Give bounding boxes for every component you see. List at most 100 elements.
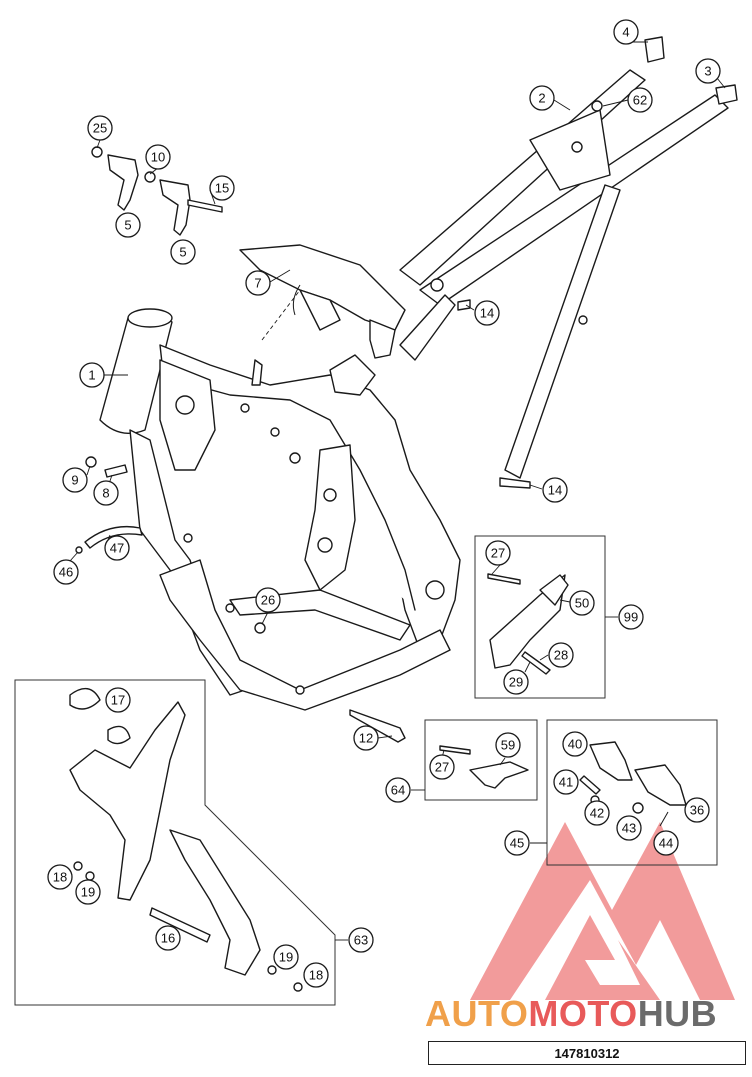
callout-27-b: 27 bbox=[429, 754, 455, 780]
leader-25 bbox=[96, 139, 101, 149]
subframe-plug-right bbox=[715, 84, 738, 105]
callout-label: 63 bbox=[354, 933, 368, 948]
callout-25: 25 bbox=[87, 115, 113, 141]
main-frame bbox=[99, 289, 461, 711]
slider-pad-body bbox=[469, 761, 529, 789]
callout-62: 62 bbox=[627, 87, 653, 113]
subframe bbox=[399, 36, 738, 489]
leader-14-lower bbox=[529, 484, 543, 490]
callout-label: 16 bbox=[161, 931, 175, 946]
callout-19-a: 19 bbox=[75, 879, 101, 905]
callout-5-b: 5 bbox=[170, 239, 196, 265]
callout-64: 64 bbox=[385, 777, 411, 803]
chain-guide bbox=[487, 573, 569, 675]
callout-7: 7 bbox=[245, 270, 271, 296]
callout-29: 29 bbox=[503, 669, 529, 695]
callout-46: 46 bbox=[53, 559, 79, 585]
subframe-strut bbox=[399, 294, 456, 361]
bracket-cable bbox=[292, 284, 301, 316]
subframe-cross-brace bbox=[529, 109, 611, 191]
frame-mount-hole-4 bbox=[183, 533, 193, 543]
callout-2: 2 bbox=[529, 85, 555, 111]
callout-3: 3 bbox=[695, 58, 721, 84]
steering-head-top bbox=[127, 308, 173, 328]
washer-10 bbox=[144, 171, 156, 183]
screw-18-b bbox=[293, 982, 303, 992]
watermark-word-hub: HUB bbox=[638, 993, 718, 1034]
callout-45: 45 bbox=[504, 830, 530, 856]
callout-28: 28 bbox=[548, 642, 574, 668]
callout-27-a: 27 bbox=[485, 540, 511, 566]
callout-label: 45 bbox=[510, 836, 524, 851]
callout-label: 29 bbox=[509, 675, 523, 690]
callout-label: 12 bbox=[359, 731, 373, 746]
callout-8: 8 bbox=[93, 480, 119, 506]
leader-62 bbox=[602, 99, 629, 107]
callout-label: 8 bbox=[102, 486, 109, 501]
callout-43: 43 bbox=[616, 815, 642, 841]
bolt-27-a bbox=[487, 573, 521, 585]
callout-10: 10 bbox=[145, 144, 171, 170]
engine-mount-right bbox=[159, 179, 191, 236]
leader-29 bbox=[524, 661, 531, 673]
cable-tie-17-a bbox=[69, 687, 101, 710]
frame-swingarm-plate bbox=[304, 444, 356, 591]
bolt-14-upper bbox=[457, 299, 471, 311]
callout-14-lower: 14 bbox=[542, 477, 568, 503]
frame-mount-hole-1 bbox=[240, 403, 250, 413]
watermark-logo bbox=[470, 822, 735, 1000]
fuel-tank-bracket bbox=[239, 244, 406, 359]
callout-label: 10 bbox=[151, 150, 165, 165]
frame-pivot-hole-1 bbox=[323, 488, 337, 502]
frame-shock-mount bbox=[329, 354, 376, 396]
loose-hardware bbox=[75, 456, 406, 743]
callout-label: 62 bbox=[633, 93, 647, 108]
callout-label: 2 bbox=[538, 91, 545, 106]
callout-36: 36 bbox=[684, 797, 710, 823]
cotter-44 bbox=[659, 811, 669, 827]
subframe-plug-left bbox=[644, 36, 665, 63]
callout-14-upper: 14 bbox=[474, 300, 500, 326]
watermark-word-auto: AUTO bbox=[425, 993, 528, 1034]
callout-label: 64 bbox=[391, 783, 405, 798]
leader-59 bbox=[499, 757, 506, 766]
subframe-strut-hole bbox=[578, 315, 588, 325]
leader-50 bbox=[559, 599, 571, 603]
callout-99: 99 bbox=[618, 604, 644, 630]
frame-gusset-left bbox=[159, 359, 216, 471]
callout-label: 41 bbox=[559, 775, 573, 790]
footpeg-40 bbox=[589, 741, 633, 781]
callout-label: 5 bbox=[179, 245, 186, 260]
frame-guard-lower bbox=[169, 829, 261, 976]
frame-head-bracket bbox=[251, 359, 263, 386]
callout-1: 1 bbox=[79, 362, 105, 388]
spacer-16 bbox=[149, 907, 211, 943]
nut-25 bbox=[91, 146, 103, 158]
frame-pivot-hole-3 bbox=[425, 580, 445, 600]
callout-label: 46 bbox=[59, 565, 73, 580]
bracket-arm bbox=[299, 289, 341, 331]
leader-14-upper bbox=[465, 304, 475, 311]
callout-label: 43 bbox=[622, 821, 636, 836]
subframe-lower-rail bbox=[419, 94, 729, 306]
callout-44: 44 bbox=[653, 830, 679, 856]
callout-4: 4 bbox=[613, 19, 639, 45]
frame-guard-upper bbox=[69, 701, 186, 901]
screw-18-a bbox=[73, 861, 83, 871]
slider-pad bbox=[439, 745, 529, 789]
bolt-14-lower bbox=[499, 477, 531, 489]
bracket-clip bbox=[369, 319, 396, 359]
callout-50: 50 bbox=[569, 590, 595, 616]
callout-label: 18 bbox=[53, 870, 67, 885]
leader-27-a bbox=[491, 564, 501, 575]
watermark-wordmark: AUTOMOTOHUB bbox=[425, 993, 717, 1034]
callout-label: 50 bbox=[575, 596, 589, 611]
leader-26 bbox=[261, 611, 269, 625]
callout-41: 41 bbox=[553, 769, 579, 795]
callout-19-b: 19 bbox=[273, 944, 299, 970]
frame-pivot-hole-2 bbox=[317, 537, 333, 553]
callout-16: 16 bbox=[155, 925, 181, 951]
frame-inner-spar bbox=[174, 379, 416, 611]
callout-label: 59 bbox=[501, 738, 515, 753]
